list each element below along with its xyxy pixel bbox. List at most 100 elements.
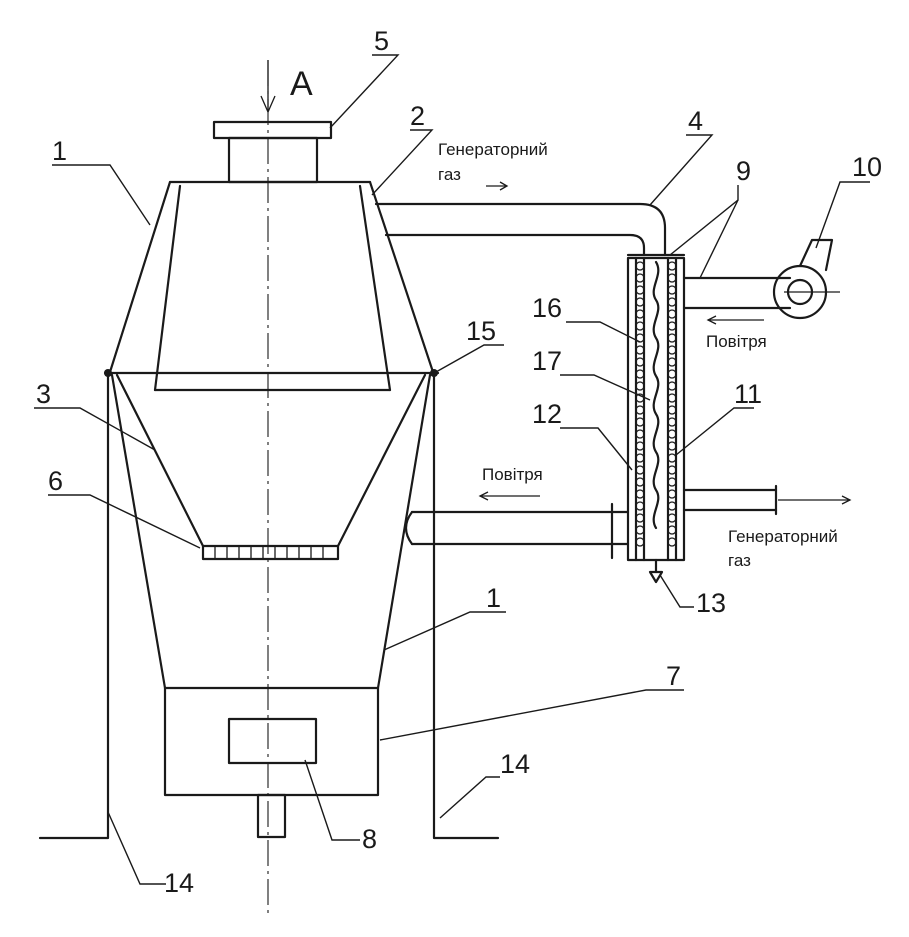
flow-arrow-air-right xyxy=(706,315,764,325)
coil-turn xyxy=(635,381,645,391)
coil-turn xyxy=(635,501,645,511)
coil-turn xyxy=(667,261,677,271)
coil-turn xyxy=(667,273,677,283)
part-number-15: 15 xyxy=(466,316,496,346)
flow-arrow-gas-bottom xyxy=(778,495,852,505)
coil-turn xyxy=(667,453,677,463)
label-gas-bottom-line1: Генераторний xyxy=(728,527,838,546)
part-number-8: 8 xyxy=(362,824,377,854)
view-a-arrow xyxy=(260,60,276,114)
coil-turn xyxy=(667,477,677,487)
part-number-6: 6 xyxy=(48,466,63,496)
coil-turn xyxy=(635,345,645,355)
coil-turn xyxy=(635,357,645,367)
support-right xyxy=(432,371,500,840)
leader-lines xyxy=(34,54,870,885)
coil-turn xyxy=(635,369,645,379)
air-inlet-pipe xyxy=(682,276,792,310)
inner-cone xyxy=(115,373,427,548)
coil-turn xyxy=(635,465,645,475)
coil-turn xyxy=(667,405,677,415)
coil-turn xyxy=(667,309,677,319)
coil-turn xyxy=(667,321,677,331)
coil-turn xyxy=(667,369,677,379)
coil-turn xyxy=(635,453,645,463)
coil-left xyxy=(635,261,645,547)
coil-turn xyxy=(635,417,645,427)
coil-turn xyxy=(635,513,645,523)
coil-turn xyxy=(667,465,677,475)
coil-turn xyxy=(667,513,677,523)
coil-turn xyxy=(667,333,677,343)
label-gas-bottom-line2: газ xyxy=(728,551,751,570)
part-number-10: 10 xyxy=(852,152,882,182)
label-gas-top-line2: газ xyxy=(438,165,461,184)
label-air-left: Повітря xyxy=(482,465,543,484)
top-flange xyxy=(212,120,333,140)
part-number-9: 9 xyxy=(736,156,751,186)
part-number-14-left: 14 xyxy=(164,868,194,898)
support-left xyxy=(38,371,110,840)
coil-turn xyxy=(635,297,645,307)
part-number-13: 13 xyxy=(696,588,726,618)
part-number-1-bottom: 1 xyxy=(486,583,501,613)
part-number-5: 5 xyxy=(374,26,389,56)
part-number-12: 12 xyxy=(532,399,562,429)
coil-turn xyxy=(667,429,677,439)
gas-outlet-pipe xyxy=(682,484,778,516)
part-number-16: 16 xyxy=(532,293,562,323)
coil-right xyxy=(667,261,677,547)
ash-door xyxy=(227,717,318,765)
inner-bunker xyxy=(153,184,392,392)
fan xyxy=(772,238,840,320)
coil-turn xyxy=(667,441,677,451)
part-number-4: 4 xyxy=(688,106,703,136)
flow-arrow-gas-top xyxy=(486,181,509,191)
part-number-2: 2 xyxy=(410,101,425,131)
part-number-7: 7 xyxy=(666,661,681,691)
grate xyxy=(201,544,340,561)
part-number-17: 17 xyxy=(532,346,562,376)
air-outlet-pipe xyxy=(404,502,630,560)
label-gas-top-line1: Генераторний xyxy=(438,140,548,159)
part-number-1-top: 1 xyxy=(52,136,67,166)
coil-turn xyxy=(635,441,645,451)
outer-body-upper xyxy=(108,180,435,374)
coil-turn xyxy=(635,429,645,439)
coil-turn xyxy=(667,525,677,535)
flow-arrow-air-left xyxy=(478,491,540,501)
ash-box xyxy=(163,686,380,797)
coil-turn xyxy=(667,489,677,499)
coil-turn xyxy=(635,309,645,319)
label-air-right: Повітря xyxy=(706,332,767,351)
bottom-outlet xyxy=(256,793,287,839)
coil-turn xyxy=(667,501,677,511)
coil-turn xyxy=(667,381,677,391)
view-a-label: A xyxy=(290,65,313,103)
coil-turn xyxy=(667,393,677,403)
coil-turn xyxy=(635,537,645,547)
coil-turn xyxy=(635,321,645,331)
part-number-11: 11 xyxy=(734,379,762,409)
coil-turn xyxy=(635,477,645,487)
coil-turn xyxy=(667,297,677,307)
coil-turn xyxy=(667,345,677,355)
spiral-insert xyxy=(652,260,660,530)
coil-turn xyxy=(635,489,645,499)
coil-turn xyxy=(635,525,645,535)
outer-body-lower xyxy=(110,373,432,690)
coil-turn xyxy=(635,405,645,415)
drain-valve xyxy=(648,558,664,584)
part-number-3: 3 xyxy=(36,379,51,409)
coil-turn xyxy=(635,261,645,271)
coil-turn xyxy=(667,285,677,295)
coil-turn xyxy=(667,537,677,547)
coil-turn xyxy=(635,273,645,283)
gas-pipe xyxy=(374,202,667,257)
top-neck xyxy=(227,136,319,184)
coil-turn xyxy=(667,417,677,427)
coil-turn xyxy=(635,285,645,295)
coil-turn xyxy=(667,357,677,367)
part-number-14-right: 14 xyxy=(500,749,530,779)
